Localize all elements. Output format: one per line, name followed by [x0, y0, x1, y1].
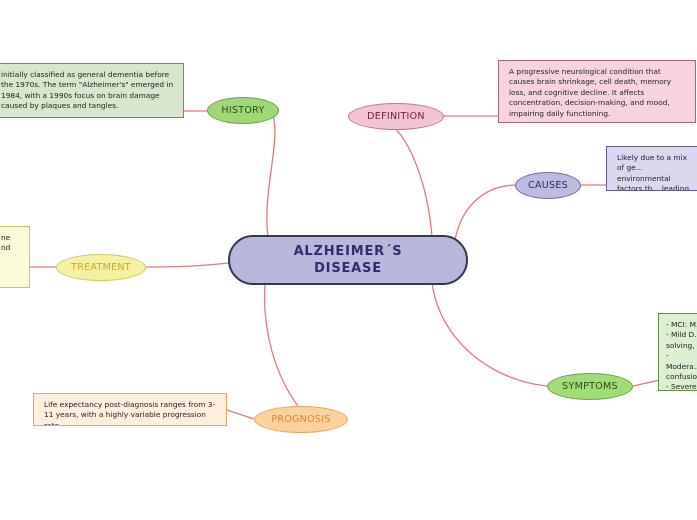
causes-note: Likely due to a mix of ge... environment…: [606, 146, 697, 191]
link-symptoms-note: [632, 379, 661, 387]
prognosis-topic[interactable]: PROGNOSIS: [254, 406, 348, 433]
symptoms-note: - MCI: M... - Mild D... solving, ... - M…: [658, 313, 697, 391]
central-title-line-1: ALZHEIMER´S: [293, 244, 403, 259]
history-topic[interactable]: HISTORY: [207, 97, 279, 124]
central-title-line-2: DISEASE: [314, 261, 382, 276]
prognosis-note: Life expectancy post-diagnosis ranges fr…: [33, 393, 227, 426]
link-treatment: [145, 262, 230, 268]
history-note: initially classified as general dementia…: [0, 63, 184, 118]
causes-topic[interactable]: CAUSES: [515, 172, 581, 199]
link-symptoms: [431, 282, 548, 387]
central-topic[interactable]: ALZHEIMER´S DISEASE: [228, 235, 468, 285]
definition-topic[interactable]: DEFINITION: [348, 103, 444, 130]
definition-note: A progressive neurological condition tha…: [498, 60, 696, 123]
treatment-topic[interactable]: TREATMENT: [56, 254, 146, 281]
link-causes: [454, 184, 516, 241]
symptoms-topic[interactable]: SYMPTOMS: [547, 373, 633, 400]
treatment-note: ne nd: [0, 226, 30, 288]
link-prognosis-note: [226, 409, 255, 420]
link-definition: [391, 125, 433, 238]
link-history: [266, 111, 276, 238]
link-prognosis: [263, 283, 299, 407]
